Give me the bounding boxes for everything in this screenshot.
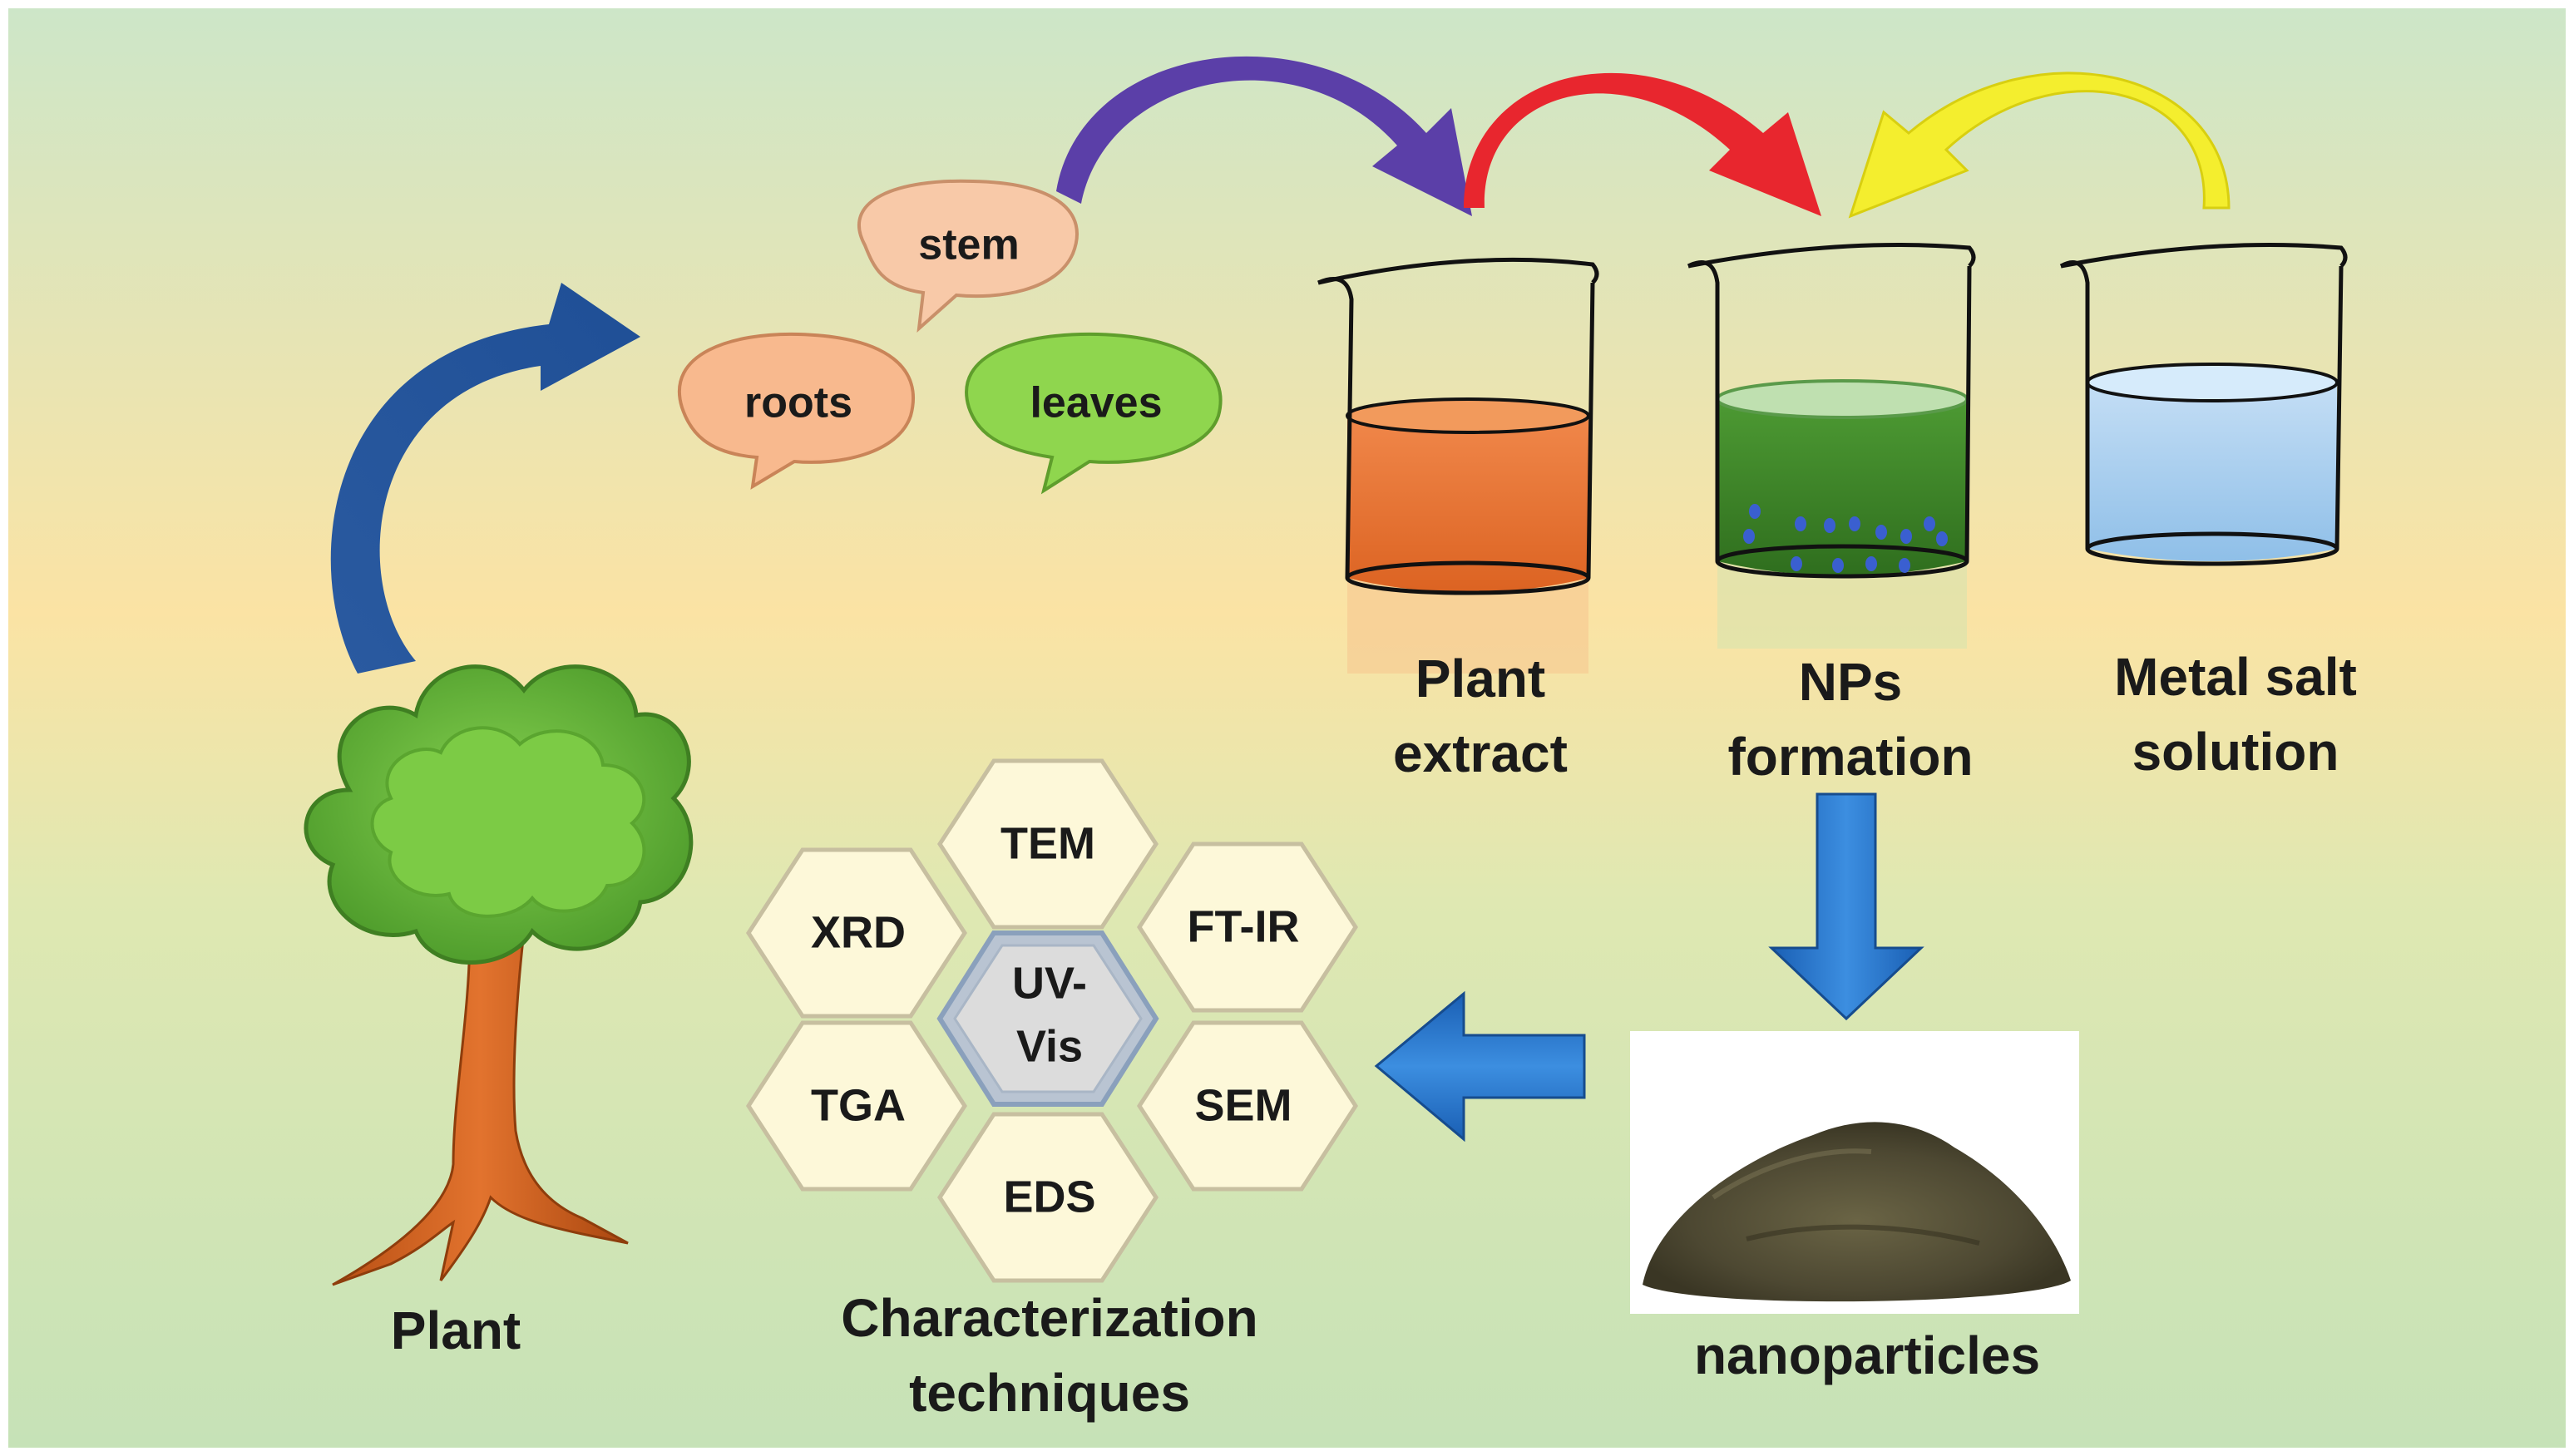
bubble-leaves-label: leaves — [1030, 379, 1162, 427]
nps-formation-label-line2: formation — [1727, 727, 1973, 787]
plant-extract-label-line2: extract — [1393, 723, 1568, 783]
hex-sem: SEM — [1137, 1020, 1358, 1192]
hex-tem: TEM — [937, 758, 1159, 930]
metal-salt-label-line2: solution — [2132, 722, 2339, 782]
hex-ftir-label: FT-IR — [1188, 901, 1300, 951]
bubble-roots-label: roots — [744, 379, 852, 427]
bubble-leaves: leaves — [965, 332, 1223, 495]
nps-formation-label-line1: NPs — [1799, 652, 1903, 712]
metal-salt-label-line1: Metal salt — [2114, 647, 2357, 707]
plant-extract-label-line1: Plant — [1415, 649, 1545, 708]
bubble-roots: roots — [677, 332, 916, 490]
arrow-left-to-characterization — [1374, 990, 1586, 1143]
hex-uv-vis-label-line1: UV- — [1012, 958, 1087, 1008]
hex-eds-label: EDS — [1003, 1172, 1095, 1222]
arrow-parts-to-extract — [1056, 56, 1472, 216]
hex-uv-vis-label-line2: Vis — [1016, 1021, 1083, 1071]
arrow-plant-to-parts — [330, 283, 640, 674]
bubble-stem: stem — [857, 179, 1079, 333]
arrow-salt-to-nps — [1848, 72, 2231, 219]
nanoparticles-image: nanoparticles — [1630, 1031, 2079, 1385]
plant-label: Plant — [391, 1301, 521, 1360]
hex-uv-vis: UV- Vis — [936, 930, 1159, 1107]
beaker-plant-extract: Plant extract — [1317, 257, 1599, 783]
hex-tem-label: TEM — [1000, 818, 1095, 868]
characterization-title-line1: Characterization — [841, 1288, 1257, 1348]
hex-xrd: XRD — [746, 847, 967, 1019]
arrow-extract-to-nps — [1464, 72, 1821, 216]
characterization-title-line2: techniques — [909, 1363, 1190, 1423]
tree-icon — [304, 664, 694, 1286]
nanoparticle-dots — [1743, 504, 1948, 573]
characterization-hexagons: TEM XRD FT-IR TGA SEM EDS — [746, 758, 1358, 1283]
hex-ftir: FT-IR — [1137, 842, 1358, 1013]
beaker-metal-salt: Metal salt solution — [2059, 242, 2357, 782]
beaker-nps-formation: NPs formation — [1687, 242, 1976, 787]
hex-eds: EDS — [937, 1112, 1159, 1283]
hex-tga: TGA — [746, 1020, 967, 1192]
bubble-stem-label: stem — [918, 221, 1019, 269]
hex-tga-label: TGA — [811, 1080, 906, 1130]
hex-xrd-label: XRD — [811, 907, 906, 957]
nanoparticles-label: nanoparticles — [1694, 1325, 2040, 1385]
arrow-down-to-nanoparticles — [1768, 792, 1924, 1021]
hex-sem-label: SEM — [1194, 1080, 1292, 1130]
